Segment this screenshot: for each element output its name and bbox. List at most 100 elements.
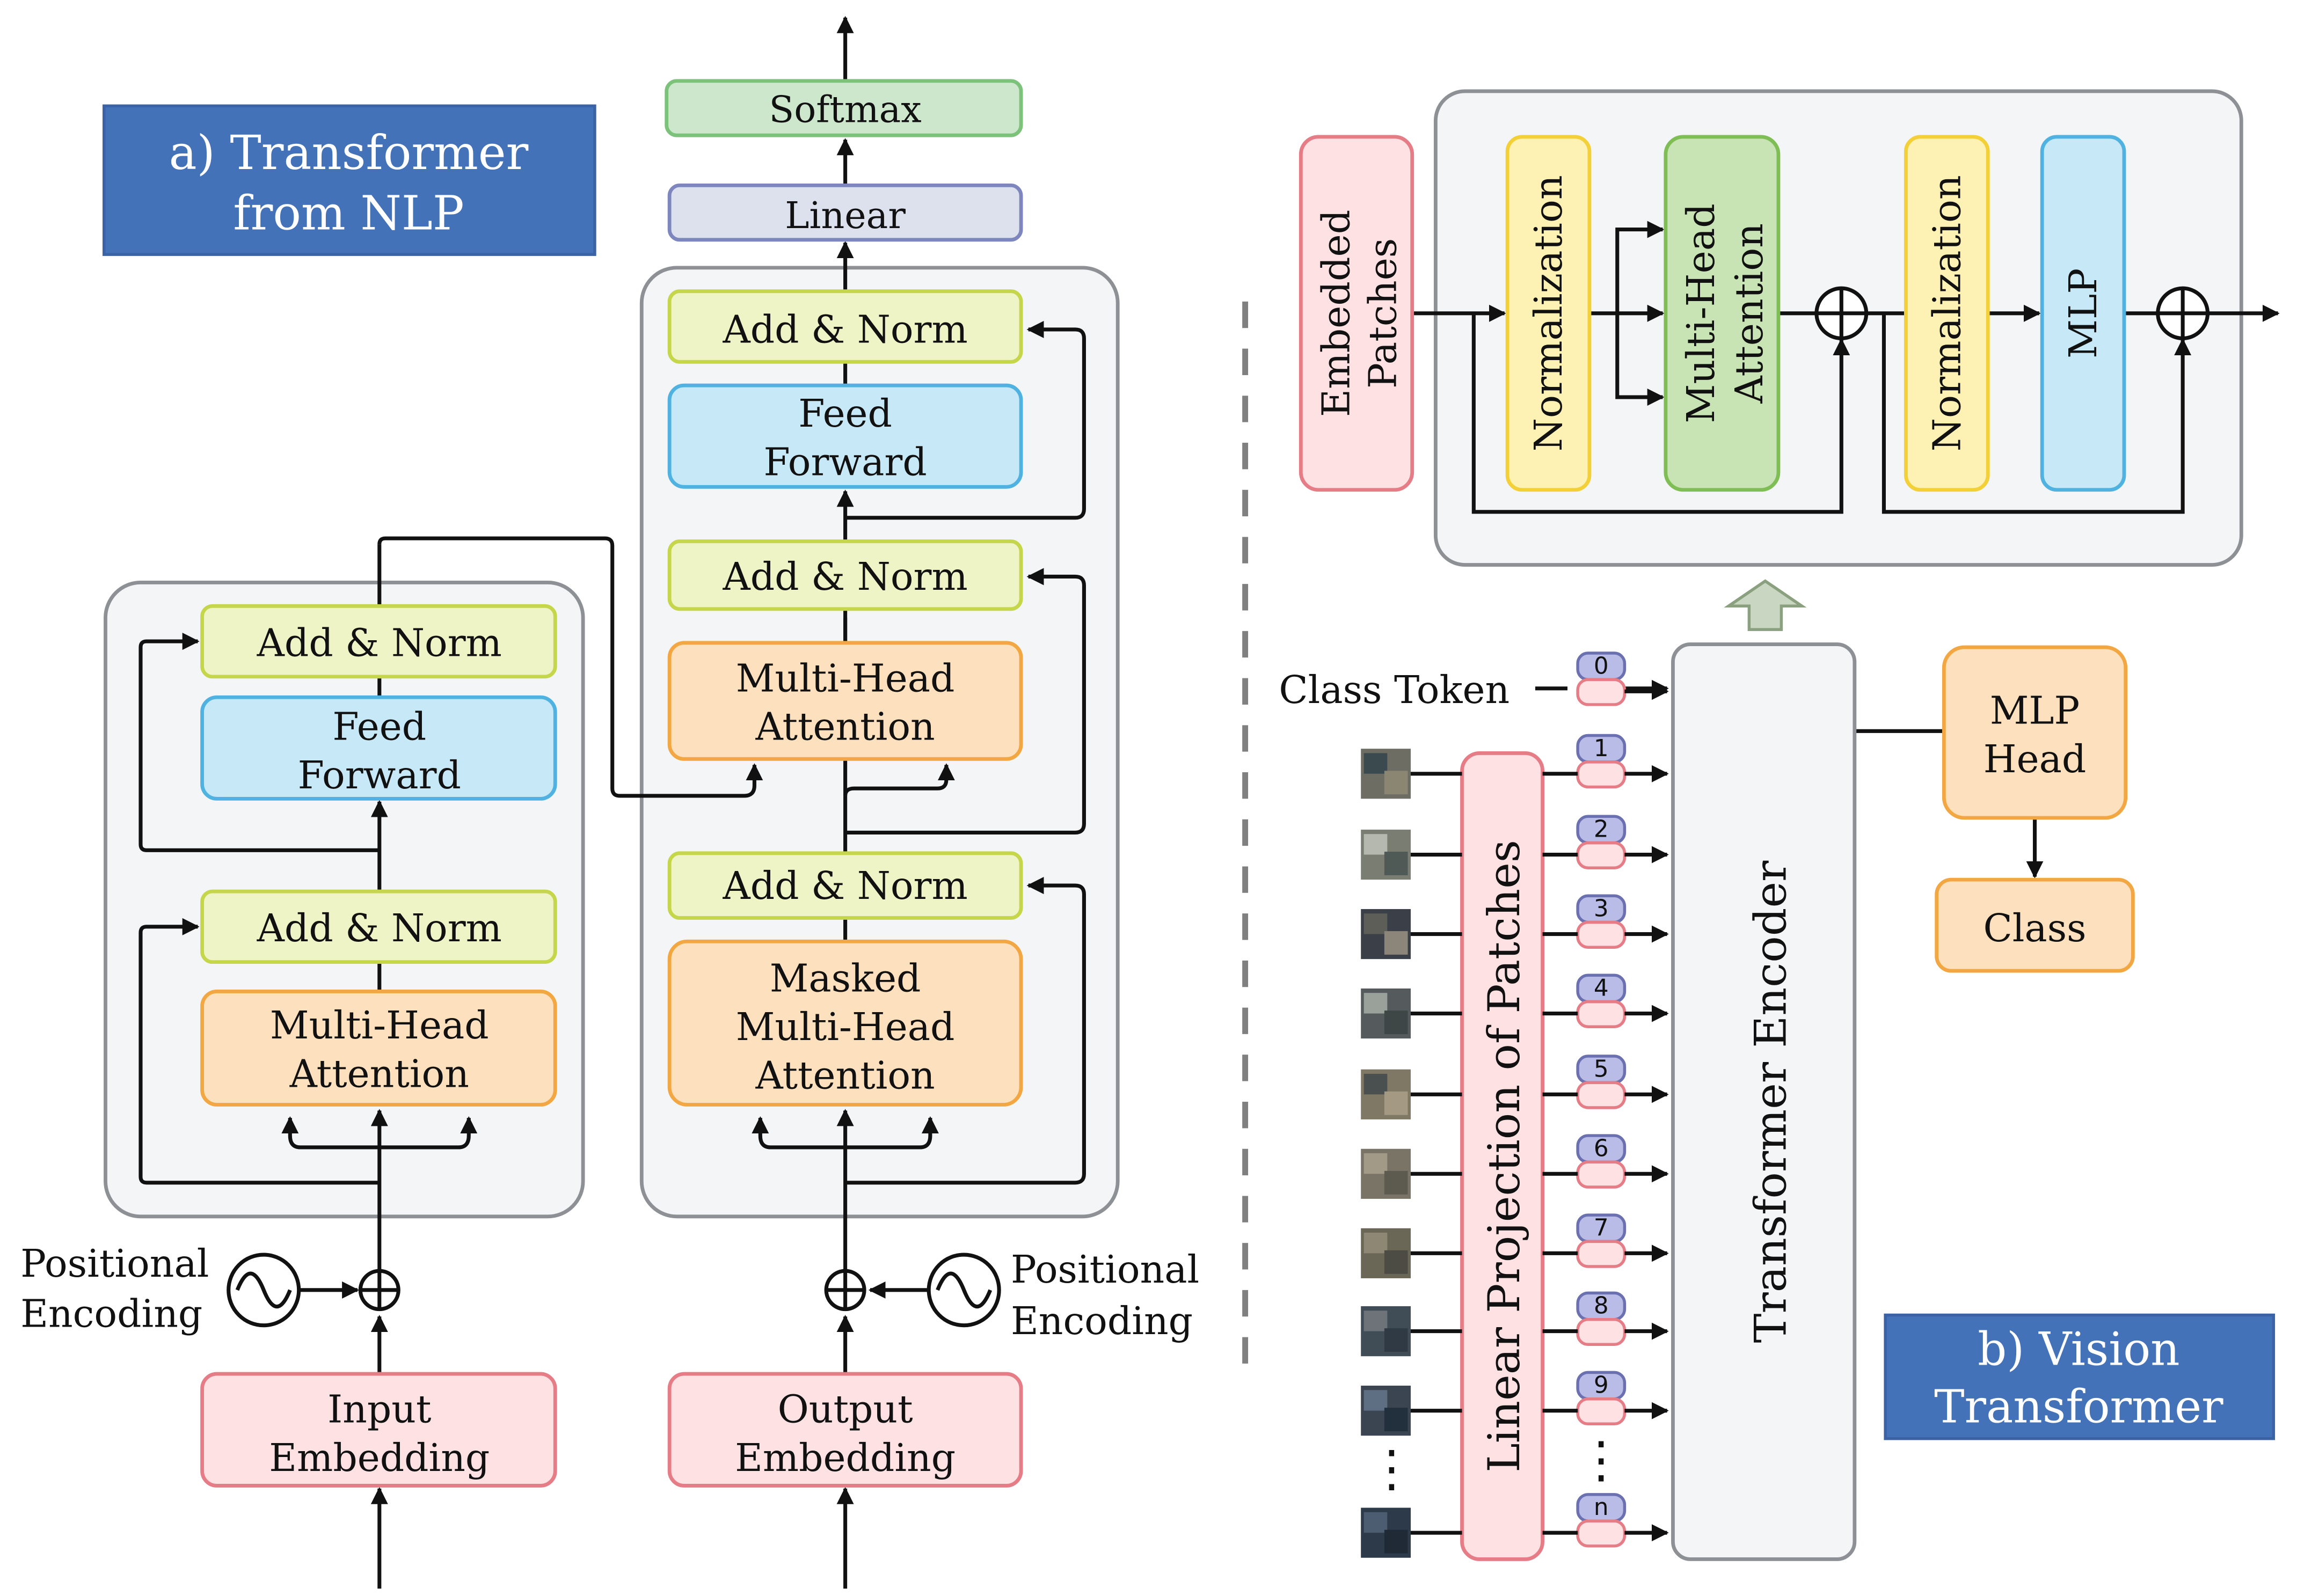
encoder-add-norm-bottom: Add & Norm xyxy=(200,889,557,964)
svg-text:Add & Norm: Add & Norm xyxy=(722,863,967,908)
position-token-label: 6 xyxy=(1594,1134,1609,1162)
svg-text:Linear Projection of Patches: Linear Projection of Patches xyxy=(1479,840,1530,1473)
encoder-multi-head-attention: Multi-Head Attention xyxy=(200,990,557,1107)
decoder-add-norm-mid: Add & Norm xyxy=(667,539,1023,611)
patch-embedding-token xyxy=(1576,1160,1627,1189)
svg-text:Masked: Masked xyxy=(770,956,921,1000)
patch-embedding-token xyxy=(1576,1397,1627,1426)
image-patch-icon xyxy=(1361,829,1411,880)
embedded-patches-block: Embedded Patches xyxy=(1299,135,1414,492)
patch-embedding-token xyxy=(1576,1081,1627,1109)
token-pair: 4 xyxy=(1576,973,1669,1028)
panel-a-title-line1: a) Transformer xyxy=(169,126,529,180)
patch-ellipsis: ⋮ xyxy=(1367,1439,1417,1497)
token-pair: 1 xyxy=(1576,734,1669,789)
svg-text:Linear: Linear xyxy=(785,195,906,237)
panel-b-title-line2: Transformer xyxy=(1934,1380,2223,1433)
circle-plus-icon xyxy=(358,1269,400,1312)
position-token-label: 2 xyxy=(1594,816,1609,843)
position-token-label: 0 xyxy=(1594,652,1609,679)
patch-column xyxy=(1361,749,1578,1558)
decoder-feed-forward: Feed Forward xyxy=(667,383,1023,489)
svg-text:Output: Output xyxy=(778,1387,913,1431)
token-pair: n xyxy=(1576,1493,1669,1548)
normalization-block-1: Normalization xyxy=(1505,135,1592,492)
decoder-masked-multi-head-attention: Masked Multi-Head Attention xyxy=(667,939,1023,1107)
positional-encoding-left-line1: Positional xyxy=(20,1241,209,1286)
position-token-label: 5 xyxy=(1594,1055,1609,1082)
svg-text:Embedding: Embedding xyxy=(269,1436,490,1480)
token-pair: 7 xyxy=(1576,1213,1669,1268)
svg-text:Embedded: Embedded xyxy=(1314,210,1359,417)
patch-embedding-token xyxy=(1576,1317,1627,1346)
linear-block: Linear xyxy=(667,183,1023,242)
panel-b-connectors xyxy=(1412,221,2280,878)
svg-text:Head: Head xyxy=(1984,737,2087,781)
panel-b: Embedded Patches Normalization Multi-Hea… xyxy=(1279,89,2280,1561)
class-output-block: Class xyxy=(1935,877,2135,973)
svg-text:Class: Class xyxy=(1983,906,2086,950)
position-token-label: 7 xyxy=(1594,1214,1609,1241)
svg-text:Attention: Attention xyxy=(755,705,935,749)
svg-text:MLP: MLP xyxy=(2061,268,2105,358)
transformer-encoder-block: Transformer Encoder xyxy=(1671,642,1857,1561)
image-patch-icon xyxy=(1361,1148,1411,1199)
image-patch-icon xyxy=(1361,988,1411,1039)
patch-embedding-token xyxy=(1576,1240,1627,1268)
linear-projection-block: Linear Projection of Patches xyxy=(1460,751,1544,1561)
svg-text:Input: Input xyxy=(327,1387,432,1431)
block-up-arrow-icon xyxy=(1724,579,1807,631)
position-token-label: 1 xyxy=(1594,735,1609,762)
circle-plus-icon xyxy=(1814,286,1869,340)
token-pair: 9 xyxy=(1576,1371,1669,1426)
svg-text:Attention: Attention xyxy=(1727,223,1771,404)
panel-a-title: a) Transformer from NLP xyxy=(103,104,596,256)
position-token-label: n xyxy=(1594,1493,1609,1521)
vit-multi-head-attention-block: Multi-Head Attention xyxy=(1664,135,1781,492)
position-token-label: 8 xyxy=(1594,1292,1609,1320)
image-patch-icon xyxy=(1361,1228,1411,1278)
svg-text:Add & Norm: Add & Norm xyxy=(722,554,967,599)
decoder-add-norm-top: Add & Norm xyxy=(667,289,1023,364)
token-pair: 2 xyxy=(1576,815,1669,869)
token-pair: 5 xyxy=(1576,1055,1669,1109)
image-patch-icon xyxy=(1361,749,1411,799)
softmax-block: Softmax xyxy=(665,79,1023,137)
svg-text:Softmax: Softmax xyxy=(769,89,921,131)
position-token-label: 3 xyxy=(1594,895,1609,923)
patch-embedding-token xyxy=(1576,1000,1627,1028)
svg-text:Normalization: Normalization xyxy=(1526,175,1571,451)
output-embedding-block: Output Embedding xyxy=(667,1372,1023,1488)
token-stack: 0 1 2 3 4 5 6 7 8 9 n xyxy=(1576,651,1669,1548)
circle-plus-icon xyxy=(824,1269,866,1312)
positional-encoding-right-line1: Positional xyxy=(1011,1247,1199,1292)
svg-text:Feed: Feed xyxy=(798,391,892,436)
input-embedding-block: Input Embedding xyxy=(200,1372,557,1488)
patch-embedding-token xyxy=(1576,920,1627,949)
svg-text:Add & Norm: Add & Norm xyxy=(257,620,502,665)
token-pair: 0 xyxy=(1576,651,1669,706)
circle-plus-icon xyxy=(2156,286,2210,340)
svg-text:Embedding: Embedding xyxy=(735,1436,956,1480)
position-token-label: 4 xyxy=(1594,975,1609,1002)
svg-text:Transformer Encoder: Transformer Encoder xyxy=(1746,860,1797,1343)
image-patch-icon xyxy=(1361,1306,1411,1357)
svg-text:Feed: Feed xyxy=(332,705,426,749)
patch-embedding-token xyxy=(1576,841,1627,869)
image-patch-icon xyxy=(1361,909,1411,960)
svg-text:Add & Norm: Add & Norm xyxy=(722,308,967,352)
svg-text:Add & Norm: Add & Norm xyxy=(257,906,502,950)
patch-embedding-token xyxy=(1576,760,1627,789)
token-pair: 3 xyxy=(1576,894,1669,949)
svg-text:Forward: Forward xyxy=(763,440,927,484)
token-pair: 6 xyxy=(1576,1134,1669,1189)
svg-text:Attention: Attention xyxy=(755,1053,935,1097)
image-patch-icon xyxy=(1361,1386,1411,1436)
panel-a: a) Transformer from NLP xyxy=(20,16,1199,1589)
decoder-add-norm-bottom: Add & Norm xyxy=(667,851,1023,920)
image-patch-icon xyxy=(1361,1507,1411,1558)
position-token-label: 9 xyxy=(1594,1372,1609,1399)
svg-text:Multi-Head: Multi-Head xyxy=(1679,203,1723,423)
patch-embedding-token xyxy=(1576,1519,1627,1548)
